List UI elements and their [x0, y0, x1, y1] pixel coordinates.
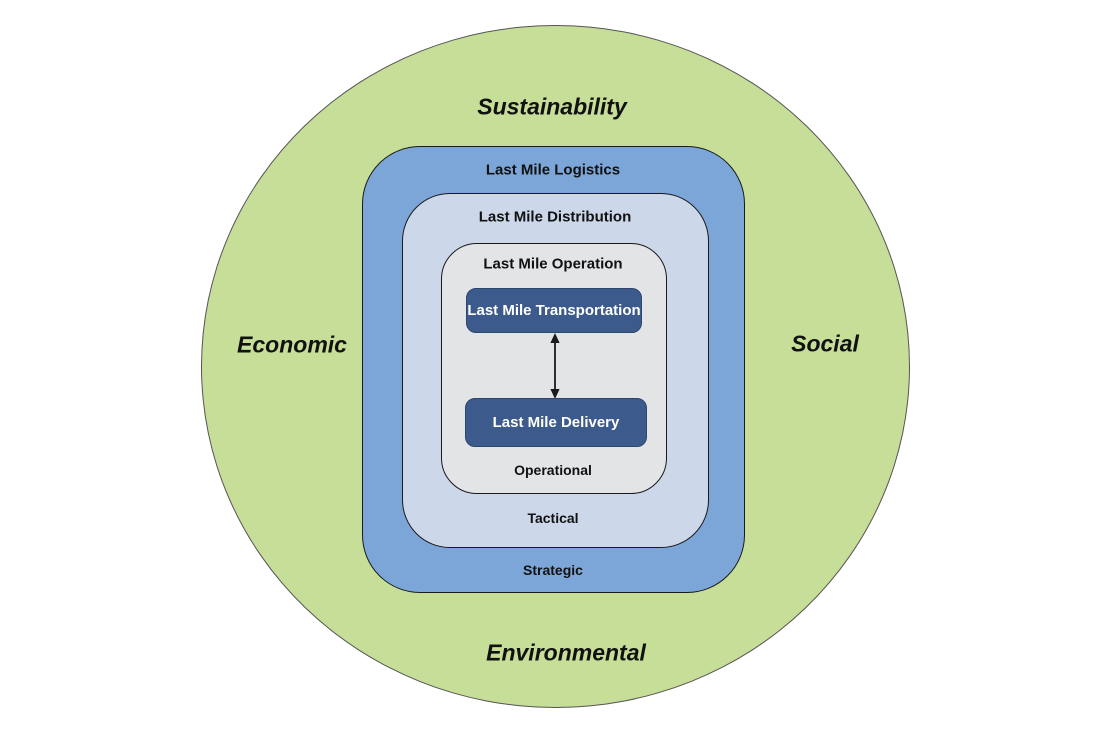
ring-last-mile-operation — [441, 243, 667, 494]
social-label: Social — [791, 330, 859, 357]
node-last-mile-transportation: Last Mile Transportation — [466, 288, 642, 333]
sustainability-label: Sustainability — [477, 93, 627, 120]
operational-level-label: Operational — [514, 462, 592, 478]
economic-label: Economic — [237, 331, 347, 358]
strategic-level-label: Strategic — [523, 562, 583, 578]
double-arrow-icon — [550, 333, 560, 399]
last-mile-logistics-label: Last Mile Logistics — [485, 161, 621, 179]
node-last-mile-transportation-label: Last Mile Transportation — [467, 302, 641, 319]
node-last-mile-delivery: Last Mile Delivery — [465, 398, 647, 447]
node-last-mile-delivery-label: Last Mile Delivery — [492, 414, 620, 431]
environmental-label: Environmental — [486, 639, 646, 666]
last-mile-operation-label: Last Mile Operation — [483, 255, 623, 273]
last-mile-distribution-label: Last Mile Distribution — [478, 208, 632, 226]
tactical-level-label: Tactical — [527, 510, 579, 526]
